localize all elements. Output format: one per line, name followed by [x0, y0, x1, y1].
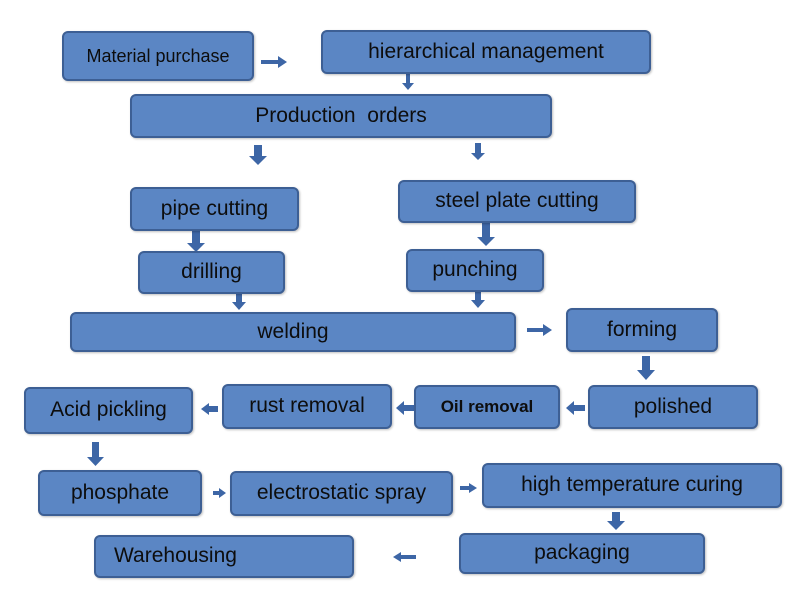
arrow-down — [471, 292, 485, 308]
arrow-down — [249, 145, 267, 165]
arrow-left — [201, 403, 218, 415]
arrow-right — [460, 483, 477, 493]
node-packaging: packaging — [459, 533, 705, 574]
node-pipe-cutting: pipe cutting — [130, 187, 299, 231]
node-electrostatic-spray: electrostatic spray — [230, 471, 453, 516]
arrow-down — [402, 74, 414, 90]
node-forming: forming — [566, 308, 718, 352]
arrow-down — [477, 223, 495, 246]
arrow-down — [471, 143, 485, 160]
arrow-right — [213, 488, 226, 498]
node-rust-removal: rust removal — [222, 384, 392, 429]
node-hierarchical-management: hierarchical management — [321, 30, 651, 74]
node-acid-pickling: Acid pickling — [24, 387, 193, 434]
node-warehousing: Warehousing — [94, 535, 354, 578]
arrow-down — [607, 512, 625, 530]
arrow-right — [261, 56, 287, 68]
arrow-left — [566, 401, 585, 415]
node-oil-removal: Oil removal — [414, 385, 560, 429]
arrow-down — [232, 294, 246, 310]
node-material-purchase: Material purchase — [62, 31, 254, 81]
node-steel-plate-cutting: steel plate cutting — [398, 180, 636, 223]
arrow-left — [396, 401, 414, 415]
arrow-right — [527, 324, 552, 336]
arrow-down — [187, 231, 205, 252]
node-polished: polished — [588, 385, 758, 429]
node-welding: welding — [70, 312, 516, 352]
arrow-down — [87, 442, 104, 466]
node-phosphate: phosphate — [38, 470, 202, 516]
node-high-temperature-curing: high temperature curing — [482, 463, 782, 508]
node-drilling: drilling — [138, 251, 285, 294]
node-production-orders: Production orders — [130, 94, 552, 138]
arrow-left — [393, 552, 416, 562]
arrow-down — [637, 356, 655, 380]
node-punching: punching — [406, 249, 544, 292]
